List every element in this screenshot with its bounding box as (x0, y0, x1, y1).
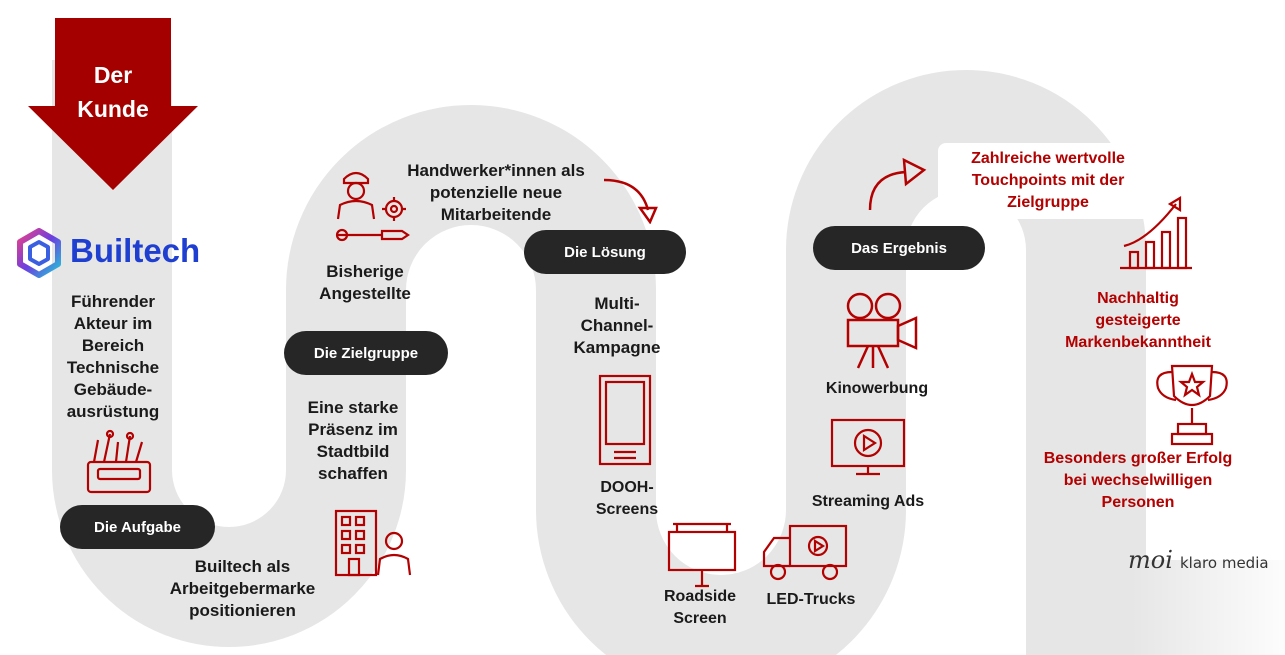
trophy-icon (1156, 364, 1228, 446)
ergebnis-pill: Das Ergebnis (813, 226, 985, 270)
toolbox-icon (86, 429, 152, 494)
cinema-camera-icon (846, 292, 918, 369)
led-truck-icon (762, 524, 848, 581)
start-arrow-shape (28, 18, 198, 190)
klaro-media-logo: moi klaro media (1124, 546, 1284, 578)
zielgruppe-goal: Eine starke Präsenz im Stadtbild schaffe… (307, 398, 399, 483)
building-person-icon (334, 509, 412, 577)
worker-gear-icon (335, 171, 410, 242)
channel-kinowerbung: Kinowerbung (825, 380, 929, 397)
channel-roadside: Roadside Screen (663, 588, 736, 627)
aufgabe-goal: Builtech als Arbeitgebermarke positionie… (169, 557, 316, 620)
growth-chart-icon (1120, 196, 1192, 270)
result-touchpoints-box (938, 143, 1158, 219)
loesung-campaign: Multi- Channel- Kampagne (573, 294, 661, 357)
dooh-screen-icon (598, 374, 652, 466)
loesung-pill: Die Lösung (524, 230, 686, 274)
channel-led-trucks: LED-Trucks (766, 591, 856, 608)
start-label: Der Kunde (77, 62, 149, 122)
aufgabe-description: Führender Akteur im Bereich Technische G… (66, 292, 160, 421)
curved-arrow-icon (603, 178, 658, 224)
builtech-hexagon-icon (17, 228, 61, 278)
result-touchpoints: Zahlreiche wertvolle Touchpoints mit der… (971, 150, 1125, 211)
brand-name: Builtech (70, 232, 201, 269)
channel-streaming: Streaming Ads (811, 493, 925, 510)
zielgruppe-target: Handwerker*innen als potenzielle neue Mi… (407, 161, 585, 224)
zielgruppe-current: Bisherige Angestellte (319, 262, 411, 303)
roadside-screen-icon (667, 522, 737, 588)
result-markenbekanntheit: Nachhaltig gesteigerte Markenbekanntheit (1065, 290, 1211, 351)
streaming-screen-icon (830, 418, 906, 476)
builtech-logo: Builtech (14, 228, 214, 278)
result-wechselwillige: Besonders großer Erfolg bei wechselwilli… (1043, 450, 1233, 511)
zielgruppe-pill: Die Zielgruppe (284, 331, 448, 375)
klaro-logo-mark: moi (1128, 546, 1173, 574)
channel-dooh: DOOH- Screens (595, 479, 659, 518)
aufgabe-pill: Die Aufgabe (60, 505, 215, 549)
klaro-logo-text: klaro media (1180, 554, 1269, 572)
up-arrow-icon (868, 157, 927, 211)
